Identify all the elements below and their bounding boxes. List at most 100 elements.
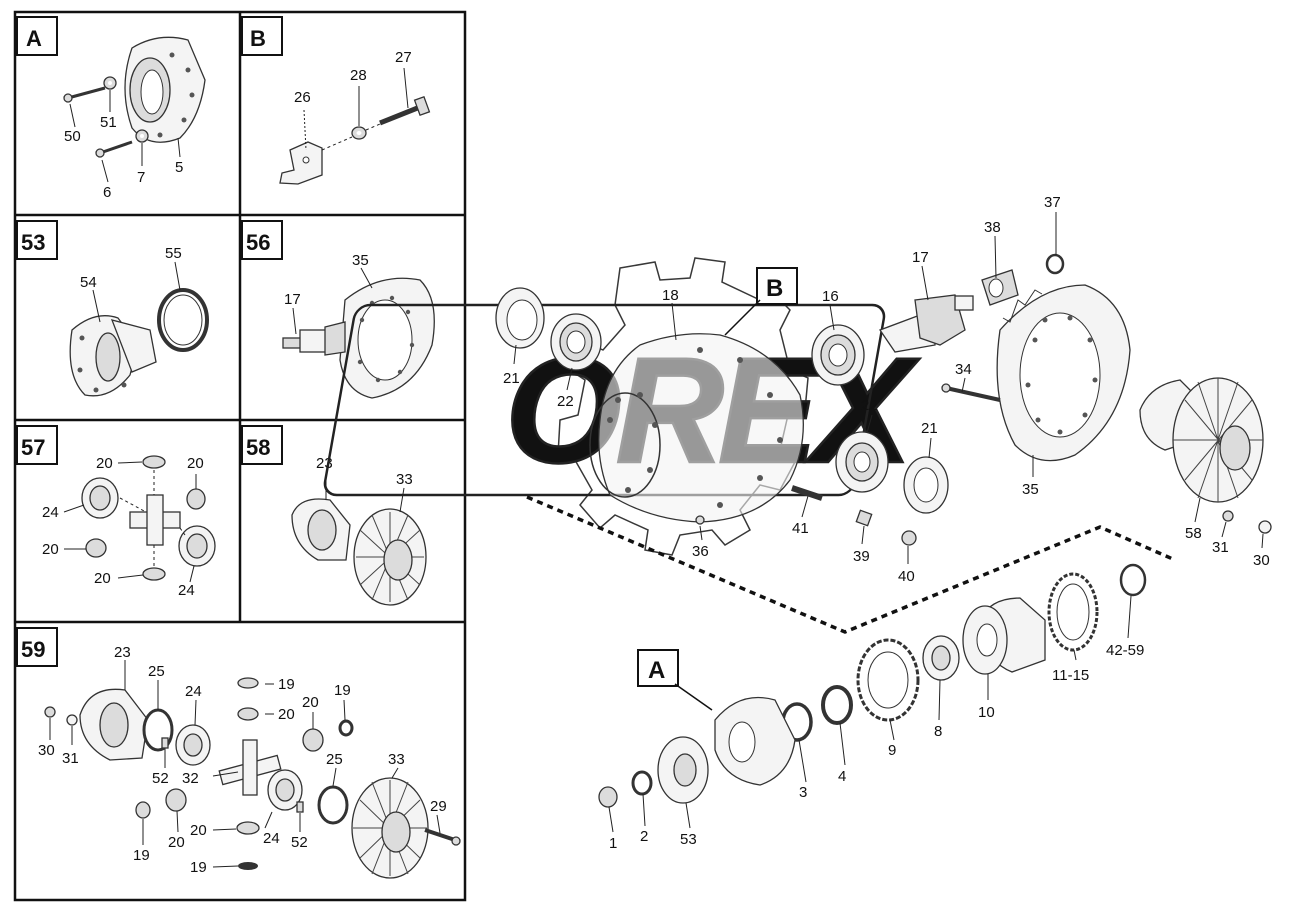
washer-icon (351, 126, 367, 140)
label-25: 25 (148, 663, 165, 680)
thrust-washer-icon (238, 862, 258, 870)
bearing-icon (903, 456, 949, 514)
label-42-59: 42-59 (1106, 642, 1144, 659)
diff-case-half-icon (353, 508, 427, 606)
thrust-washer-icon (142, 567, 166, 581)
thrust-washer-icon (142, 455, 166, 469)
label-5: 5 (175, 159, 183, 176)
thrust-washer-icon (237, 677, 259, 689)
label-4: 4 (838, 768, 846, 785)
panel-B-title: B (250, 26, 266, 51)
panel-59-title: 59 (21, 637, 45, 662)
flange-plate-icon (124, 36, 206, 143)
nut-icon (855, 509, 873, 527)
label-20: 20 (94, 570, 111, 587)
pin-icon (161, 737, 169, 749)
axle-housing-icon (589, 333, 804, 523)
spacer-ring-icon (1119, 563, 1147, 597)
plug-icon (695, 515, 705, 525)
thrust-washer-icon (236, 821, 260, 835)
label-54: 54 (80, 274, 97, 291)
label-52: 52 (152, 770, 169, 787)
label-51: 51 (100, 114, 117, 131)
label-20: 20 (190, 822, 207, 839)
differential-case-icon (1139, 377, 1264, 503)
thrust-washer-icon (85, 538, 107, 558)
seal-ring-icon (157, 288, 209, 352)
panel-56: 56 35 17 (241, 220, 435, 399)
panel-57-title: 57 (21, 435, 45, 460)
label-9: 9 (888, 742, 896, 759)
callout-A: A (648, 657, 665, 684)
bolt-icon (379, 95, 431, 126)
label-24: 24 (185, 683, 202, 700)
label-18: 18 (662, 287, 679, 304)
label-33: 33 (396, 471, 413, 488)
washer-icon (1222, 510, 1234, 522)
panel-grid (13, 10, 467, 902)
label-33: 33 (388, 751, 405, 768)
thrust-washer-icon (302, 728, 324, 752)
label-22: 22 (861, 397, 878, 414)
label-20: 20 (278, 706, 295, 723)
label-20: 20 (168, 834, 185, 851)
ring-gear-icon (339, 277, 435, 399)
snap-ring-icon (1045, 253, 1065, 275)
label-1: 1 (609, 835, 617, 852)
panel-A-title: A (26, 26, 42, 51)
spider-cross-icon (218, 739, 282, 796)
lock-plate-icon (279, 141, 323, 185)
label-53: 53 (680, 831, 697, 848)
stud-icon (791, 485, 823, 501)
label-23: 23 (114, 644, 131, 661)
bolt-icon (63, 86, 106, 103)
label-31: 31 (62, 750, 79, 767)
label-26: 26 (294, 89, 311, 106)
nut-icon (901, 530, 917, 546)
label-40: 40 (898, 568, 915, 585)
diff-case-half-icon (351, 777, 429, 879)
bearing-icon (922, 635, 960, 681)
thrust-washer-icon (135, 801, 151, 819)
panel-57: 57 20 20 24 20 20 24 (16, 425, 216, 599)
label-3: 3 (799, 784, 807, 801)
bearing-icon (550, 313, 602, 371)
thrust-washer-icon (186, 488, 206, 510)
washer-icon (631, 770, 653, 796)
panel-58: 58 23 33 (241, 425, 427, 606)
diff-case-half-icon (291, 498, 351, 561)
panel-58-title: 58 (246, 435, 270, 460)
panel-53: 53 54 55 (16, 220, 209, 397)
seal-ring-icon (495, 287, 545, 349)
label-25: 25 (326, 751, 343, 768)
callout-B: B (766, 275, 783, 302)
label-8: 8 (934, 723, 942, 740)
gear-icon (175, 724, 211, 766)
watermark-gear (557, 257, 809, 556)
spider-cross-icon (129, 494, 181, 546)
flange-plate-icon (714, 696, 796, 786)
bearing-icon (811, 324, 865, 386)
flange-yoke-icon (657, 736, 709, 804)
label-35: 35 (1022, 481, 1039, 498)
label-19: 19 (334, 682, 351, 699)
label-20: 20 (187, 455, 204, 472)
label-39: 39 (853, 548, 870, 565)
label-19: 19 (278, 676, 295, 693)
label-35: 35 (352, 252, 369, 269)
label-30: 30 (1253, 552, 1270, 569)
bolt-icon (941, 383, 1001, 402)
label-17: 17 (284, 291, 301, 308)
label-38: 38 (984, 219, 1001, 236)
bolt-icon (95, 140, 133, 158)
label-58: 58 (1185, 525, 1202, 542)
label-41: 41 (792, 520, 809, 537)
label-22: 22 (557, 393, 574, 410)
panel-B: B 26 28 27 (241, 16, 431, 185)
flange-yoke-icon (69, 315, 157, 397)
label-17: 17 (912, 249, 929, 266)
label-32: 32 (182, 770, 199, 787)
main-assembly: B A 18 16 17 (495, 194, 1272, 852)
bearing-icon (981, 269, 1019, 306)
